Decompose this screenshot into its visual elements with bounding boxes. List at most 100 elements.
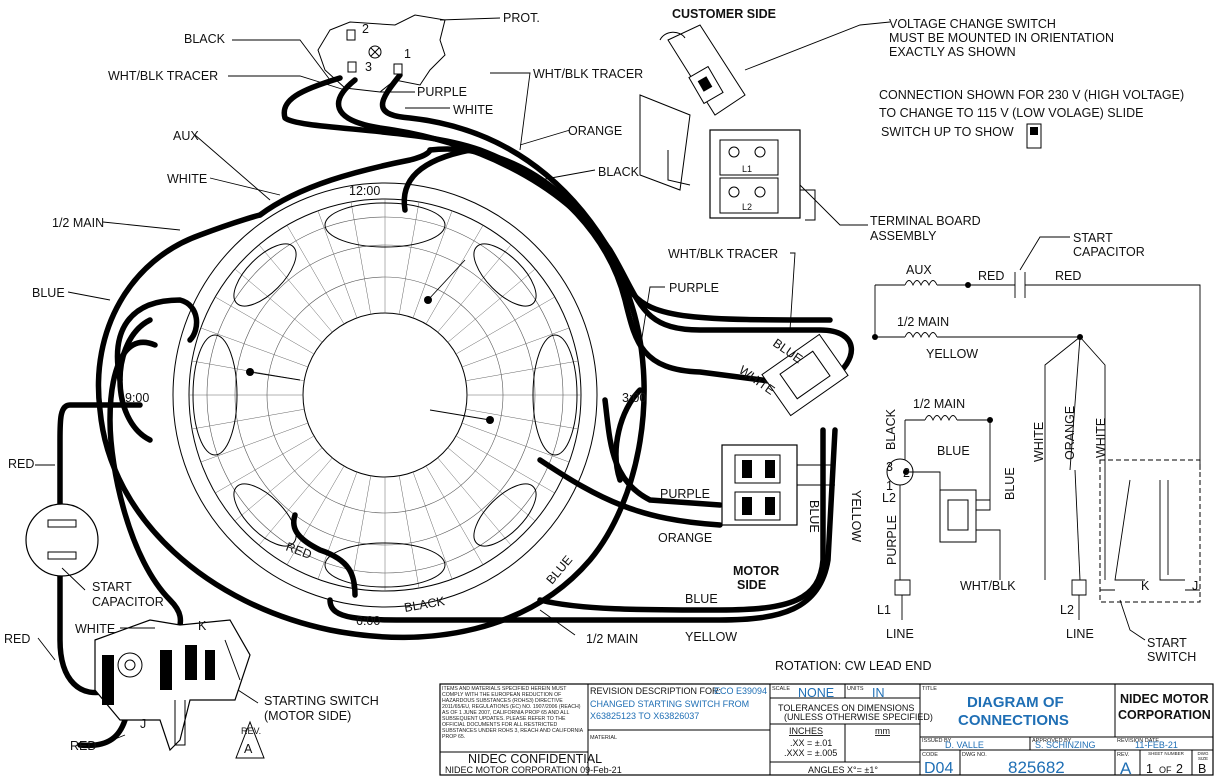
sch-half-main-2: 1/2 MAIN <box>913 397 965 411</box>
tb-confidential: NIDEC CONFIDENTIAL <box>468 752 602 766</box>
stator-slot-line <box>350 475 372 589</box>
starting-switch-component <box>94 619 251 752</box>
rohs-notice: ITEMS AND MATERIALS SPECIFIED HEREIN MUS… <box>442 686 583 740</box>
sch-start-switch-2: SWITCH <box>1147 650 1196 664</box>
stator-slot-line <box>455 296 555 355</box>
tb-tol-xxx: .XXX = ±.005 <box>784 748 837 758</box>
label-purple-right: PURPLE <box>669 281 719 295</box>
stator-slot-line <box>437 457 512 546</box>
label-red-bottom: RED <box>70 739 96 753</box>
sch-t3: 3 <box>886 460 893 474</box>
sch-wht-blk: WHT/BLK <box>960 579 1016 593</box>
sch-j: J <box>1192 579 1198 593</box>
label-black-inner: BLACK <box>403 594 446 615</box>
label-motor-side-1: MOTOR <box>733 564 779 578</box>
label-k-left: K <box>198 619 207 633</box>
label-prot: PROT. <box>503 11 540 25</box>
label-orange-motor: ORANGE <box>658 531 712 545</box>
label-clock-9: 9:00 <box>125 391 149 405</box>
sch-t1: 1 <box>886 479 893 493</box>
stator-slot-line <box>447 447 536 522</box>
label-motor-side-2: SIDE <box>737 578 766 592</box>
label-red-bottom-left: RED <box>4 632 30 646</box>
stator-slot-line <box>455 435 555 494</box>
prot-terminal-3: 3 <box>365 60 372 74</box>
motor-wires <box>57 72 855 749</box>
tb-dwg-size-label: DWG SIZE <box>1197 751 1209 761</box>
label-wht-blk-tracer-left: WHT/BLK TRACER <box>108 69 218 83</box>
tb-title-label: TITLE <box>922 686 937 692</box>
tb-tol-1: TOLERANCES ON DIMENSIONS <box>778 703 914 713</box>
tb-revision-desc-label: REVISION DESCRIPTION FOR: <box>590 686 721 696</box>
label-wht-blk-tracer-right: WHT/BLK TRACER <box>668 247 778 261</box>
stator-slot-line <box>258 244 333 333</box>
tb-rev: A <box>1120 759 1132 776</box>
winding-coils <box>192 202 578 588</box>
sch-purple: PURPLE <box>885 515 899 565</box>
tb-approved-by: S. SCHINZING <box>1035 740 1096 750</box>
label-purple-motor: PURPLE <box>660 487 710 501</box>
stator-slot-line <box>447 268 536 343</box>
label-red-left: RED <box>8 457 34 471</box>
label-rev: REV. <box>241 726 261 736</box>
tb-revision-line-1: CHANGED STARTING SWITCH FROM <box>590 699 749 709</box>
stator-slots <box>189 199 581 591</box>
tb-units-label: UNITS <box>847 686 864 692</box>
sch-black: BLACK <box>884 408 898 450</box>
label-line-1: LINE <box>886 627 914 641</box>
tb-title-2: CONNECTIONS <box>958 712 1069 729</box>
tb-revision-date-label: REVISION DATE <box>1117 738 1159 744</box>
tb-approved-by-label: APPROVED BY <box>1032 738 1072 744</box>
schematic <box>872 272 1201 620</box>
protector: 2 3 1 <box>317 14 446 93</box>
tb-angles: ANGLES X°= ±1° <box>808 765 878 775</box>
label-orange-top: ORANGE <box>568 124 622 138</box>
stator-slot-line <box>215 435 315 494</box>
tb-dwg-no: 825682 <box>1008 758 1065 776</box>
label-j-left: J <box>140 717 146 731</box>
stator-slot-line <box>317 471 358 580</box>
label-half-main-bottom: 1/2 MAIN <box>586 632 638 646</box>
voltage-change-switch <box>639 24 746 191</box>
stator-slot-line <box>425 465 484 565</box>
stator-slot-line <box>398 475 420 589</box>
tb-confidential-sub: NIDEC MOTOR CORPORATION 09-Feb-21 <box>445 765 622 775</box>
sch-red-1: RED <box>978 269 1004 283</box>
label-rotation: ROTATION: CW LEAD END <box>775 659 932 673</box>
tb-title-1: DIAGRAM OF <box>967 694 1064 711</box>
stator-slot-line <box>465 408 579 430</box>
label-start-cap-left-2: CAPACITOR <box>92 595 164 609</box>
stator-slot-line <box>200 327 309 368</box>
label-terminal-board-1: TERMINAL BOARD <box>870 214 981 228</box>
schematic-labels: START CAPACITOR AUX RED RED 1/2 MAIN YEL… <box>882 231 1198 664</box>
stator-slot-line <box>258 457 333 546</box>
sch-white-1: WHITE <box>1032 422 1046 462</box>
tb-sheet-1: 1 <box>1146 762 1153 776</box>
label-black-mid: BLACK <box>598 165 640 179</box>
label-starting-switch-2: (MOTOR SIDE) <box>264 709 351 723</box>
label-white-left: WHITE <box>167 172 207 186</box>
label-purple-top: PURPLE <box>417 85 467 99</box>
label-line-l2: L2 <box>1060 603 1074 617</box>
terminal-board-assembly: L1 L2 <box>709 129 816 221</box>
label-wht-blk-tracer-mid: WHT/BLK TRACER <box>533 67 643 81</box>
tb-mm: mm <box>875 726 890 736</box>
tb-sheet-of: OF <box>1159 765 1172 775</box>
label-rev-letter: A <box>244 742 253 756</box>
label-yellow-bottom: YELLOW <box>685 630 737 644</box>
stator-slot-line <box>234 447 323 522</box>
sch-red-2: RED <box>1055 269 1081 283</box>
tb-tol-2: (UNLESS OTHERWISE SPECIFIED) <box>784 712 933 722</box>
stator-slot-line <box>200 422 309 463</box>
label-half-main-left: 1/2 MAIN <box>52 216 104 230</box>
stator-slot-line <box>317 210 358 319</box>
stator-slot-line <box>191 408 305 430</box>
sch-k: K <box>1141 579 1150 593</box>
motor-terminal-block <box>721 333 849 526</box>
prot-terminal-2: 2 <box>362 22 369 36</box>
tb-scale: NONE <box>798 686 834 700</box>
label-white-bottom-left: WHITE <box>75 622 115 636</box>
stator-slot-line <box>350 201 372 315</box>
stator-slot-line <box>234 268 323 343</box>
